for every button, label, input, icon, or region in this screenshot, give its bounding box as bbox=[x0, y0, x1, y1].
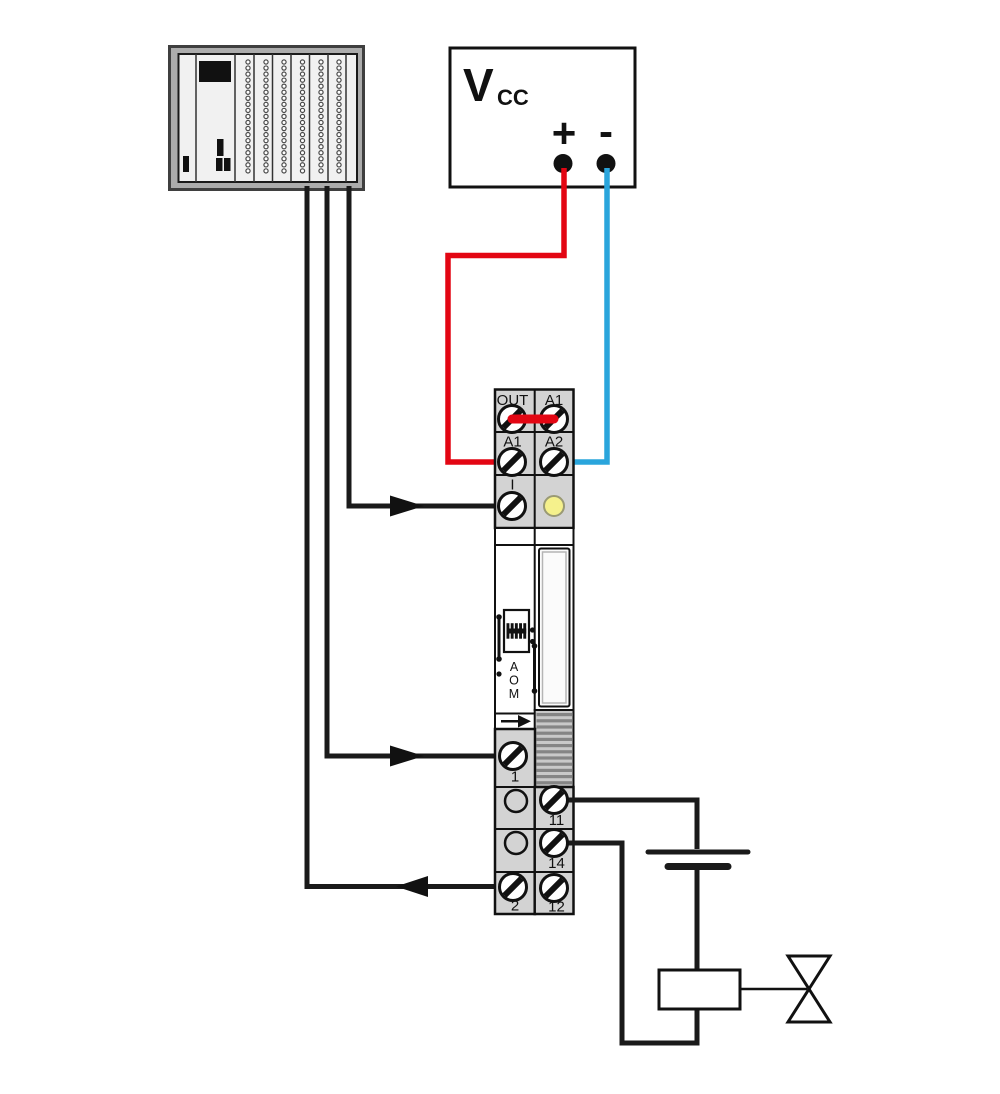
terminal-labels: OUT A1 A1 A2 I 1 11 14 2 12 bbox=[497, 392, 565, 916]
blind-hole bbox=[503, 830, 529, 856]
terminal-screw-a1 bbox=[497, 447, 527, 477]
label-14: 14 bbox=[548, 855, 565, 872]
label-out: OUT bbox=[497, 392, 529, 409]
solenoid-coil-box bbox=[657, 968, 742, 1011]
red-wire-positive bbox=[445, 168, 567, 465]
relay-plug-pocket bbox=[538, 547, 571, 708]
input-wire-1 bbox=[324, 186, 499, 759]
plc-terminal-dots bbox=[245, 59, 342, 174]
terminal-screw-i bbox=[497, 491, 527, 521]
arrow-right-icon bbox=[390, 745, 424, 767]
terminal-screw-2 bbox=[498, 872, 528, 902]
label-1: 1 bbox=[511, 769, 519, 786]
negative-terminal-dot bbox=[596, 154, 616, 173]
relay-vent-stripes bbox=[533, 709, 575, 789]
label-i: I bbox=[510, 477, 514, 494]
plc-switch-bar bbox=[224, 158, 231, 171]
label-12: 12 bbox=[548, 899, 565, 916]
input-wire-i bbox=[346, 186, 499, 509]
relay-plug-pocket-inner bbox=[541, 551, 567, 704]
plc-switch-bar bbox=[216, 158, 223, 171]
label-2: 2 bbox=[511, 898, 519, 915]
plc-switch-bar bbox=[217, 139, 224, 156]
signal-wires bbox=[304, 186, 499, 897]
valve-symbol bbox=[785, 954, 833, 1024]
terminal-screw-12 bbox=[539, 873, 569, 903]
plc-module bbox=[168, 45, 365, 191]
arrow-right-icon bbox=[390, 495, 424, 517]
led-indicator bbox=[543, 495, 565, 517]
vent-stripe-lines bbox=[536, 713, 572, 785]
actuator-position-a: A bbox=[510, 660, 519, 674]
actuator-position-o: O bbox=[509, 674, 519, 688]
minus-sign: - bbox=[599, 108, 613, 155]
plc-switch-bar bbox=[183, 156, 189, 172]
actuator-position-m: M bbox=[509, 687, 519, 701]
load-circuit bbox=[560, 797, 833, 1046]
arrow-left-icon bbox=[396, 876, 428, 897]
plc-display bbox=[199, 61, 231, 82]
terminal-screw-11 bbox=[539, 785, 569, 815]
blue-wire-negative bbox=[564, 168, 610, 465]
positive-terminal-dot bbox=[553, 154, 573, 173]
terminal-screw-14 bbox=[539, 828, 569, 858]
power-supply-box: V CC + - bbox=[448, 46, 637, 189]
plus-sign: + bbox=[552, 110, 577, 157]
wire-11-to-battery bbox=[560, 797, 700, 849]
output-wire-2 bbox=[304, 186, 499, 889]
label-a1-top: A1 bbox=[545, 392, 563, 409]
arrow-right-icon bbox=[518, 715, 531, 728]
label-11: 11 bbox=[549, 812, 565, 829]
power-supply-label-sub: CC bbox=[497, 85, 529, 110]
terminal-screw-a2 bbox=[539, 447, 569, 477]
plc-slot-dividers bbox=[195, 54, 347, 182]
terminal-screw-1 bbox=[498, 741, 528, 771]
power-supply-label: V bbox=[463, 59, 494, 111]
relay-coil-symbol: A O M bbox=[496, 608, 538, 701]
label-a2: A2 bbox=[545, 434, 563, 451]
wire-14-return bbox=[560, 840, 700, 1046]
label-a1: A1 bbox=[503, 434, 521, 451]
blind-hole bbox=[503, 788, 529, 814]
